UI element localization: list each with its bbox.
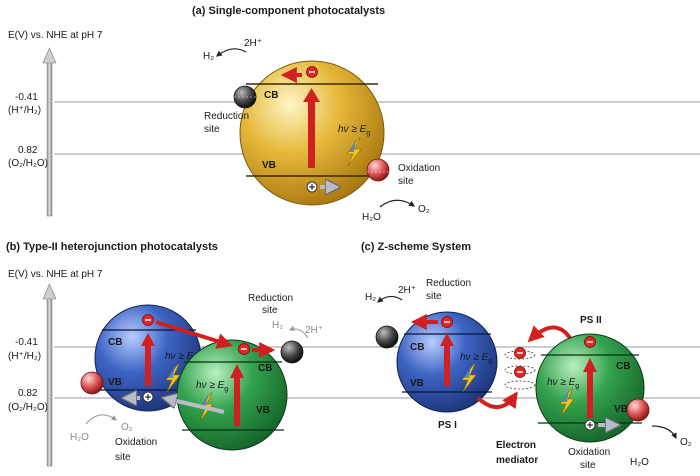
panel-b-blue-cb-label: CB xyxy=(108,337,122,348)
panel-b-oxidation-cocatalyst xyxy=(80,371,104,395)
panel-b-blue-vb-label: VB xyxy=(108,377,122,388)
ps2-photon: hν ≥ Eg xyxy=(547,377,579,390)
panel-a: (a) Single-component photocatalysts E(V)… xyxy=(8,5,700,223)
ps2-label: PS II xyxy=(580,315,602,326)
panel-a-level1-couple: (H⁺/H₂) xyxy=(8,105,41,116)
panel-c: (c) Z-scheme System CB VB hν ≥ Eg PS I H… xyxy=(361,241,692,471)
panel-c-o2: O₂ xyxy=(680,437,692,448)
panel-b-blue-excitation-arrow xyxy=(145,344,151,386)
panel-b-h2o: H₂O xyxy=(70,432,89,443)
panel-a-hole xyxy=(306,181,318,193)
panel-b-2hplus: 2H⁺ xyxy=(305,325,323,336)
panel-b-energy-axis xyxy=(42,283,57,467)
panel-a-electron xyxy=(306,66,318,78)
panel-b-oxidation-label-1: Oxidation xyxy=(115,437,157,448)
panel-c-oxidation-label-1: Oxidation xyxy=(568,447,610,458)
panel-b-blue-hole xyxy=(142,391,154,403)
ps2-cb-label: CB xyxy=(616,361,630,372)
electron-mediator xyxy=(504,347,536,390)
panel-a-photon-label: hν ≥ Eg xyxy=(338,124,370,137)
panel-a-title: (a) Single-component photocatalysts xyxy=(192,5,385,17)
mediator-label-2: mediator xyxy=(496,455,538,466)
panel-a-reduction-label-2: site xyxy=(204,124,220,135)
ps1-electron xyxy=(441,316,453,328)
panel-a-reduction-reaction-arrow xyxy=(216,48,247,57)
panel-a-oxidation-label-1: Oxidation xyxy=(398,163,440,174)
panel-a-oxidation-cocatalyst xyxy=(366,158,390,182)
ps1-vb-label: VB xyxy=(410,378,424,389)
mediator-label-1: Electron xyxy=(496,440,536,451)
panel-a-reduction-cocatalyst xyxy=(233,85,257,109)
panel-a-axis-label: E(V) vs. NHE at pH 7 xyxy=(8,30,103,41)
mediator-to-ps2-arrow xyxy=(527,325,572,343)
panel-c-oxidation-reaction-arrow xyxy=(651,425,677,440)
panel-a-h2o: H₂O xyxy=(362,212,381,223)
panel-b: (b) Type-II heterojunction photocatalyst… xyxy=(6,241,700,467)
panel-b-reduction-reaction-arrow xyxy=(288,325,309,339)
ps1-photon: hν ≥ Eg xyxy=(460,352,492,365)
panel-a-2hplus: 2H⁺ xyxy=(244,38,262,49)
panel-b-green-cb-label: CB xyxy=(258,363,272,374)
panel-a-h2: H₂ xyxy=(203,51,214,62)
panel-b-green-particle xyxy=(176,339,288,451)
panel-a-cb-label: CB xyxy=(264,90,278,101)
panel-b-green-vb-label: VB xyxy=(256,405,270,416)
panel-b-h2: H₂ xyxy=(272,320,283,331)
ps1-label: PS I xyxy=(438,420,457,431)
panel-b-hole-transfer-arrow xyxy=(164,398,225,414)
panel-b-green-excitation-arrow xyxy=(234,376,240,426)
ps2-hole xyxy=(584,419,596,431)
panel-b-level2-value: 0.82 xyxy=(18,388,38,399)
panel-b-oxidation-label-2: site xyxy=(115,452,131,463)
ps1-to-mediator-arrow xyxy=(476,391,518,410)
panel-b-green-photon: hν ≥ Eg xyxy=(196,380,228,393)
ps1-cb-label: CB xyxy=(410,342,424,353)
panel-b-blue-electron xyxy=(142,314,154,326)
panel-a-level1-value: -0.41 xyxy=(15,92,38,103)
panel-a-o2: O₂ xyxy=(418,204,430,215)
panel-c-h2: H₂ xyxy=(365,292,376,303)
panel-c-reduction-reaction-arrow xyxy=(377,295,403,303)
panel-b-level1-couple: (H⁺/H₂) xyxy=(8,351,41,362)
panel-a-reduction-label-1: Reduction xyxy=(204,111,249,122)
ps2-vb-label: VB xyxy=(614,404,628,415)
panel-b-reduction-cocatalyst xyxy=(280,340,304,364)
panel-a-level2-value: 0.82 xyxy=(18,145,38,156)
panel-a-vb-label: VB xyxy=(262,160,276,171)
panel-c-h2o: H₂O xyxy=(630,457,649,468)
panel-a-level2-couple: (O₂/H₂O) xyxy=(8,158,48,169)
panel-a-energy-axis xyxy=(42,47,57,217)
panel-c-2hplus: 2H⁺ xyxy=(398,285,416,296)
panel-a-oxidation-label-2: site xyxy=(398,176,414,187)
panel-b-electron-transfer-arrow xyxy=(155,320,234,349)
ps2-electron xyxy=(584,336,596,348)
panel-b-level2-couple: (O₂/H₂O) xyxy=(8,402,48,413)
panel-c-reduction-label-2: site xyxy=(426,291,442,302)
panel-b-level1-value: -0.41 xyxy=(15,337,38,348)
panel-c-reduction-cocatalyst xyxy=(375,325,399,349)
panel-b-reduction-label-2: site xyxy=(262,305,278,316)
ps1-excitation-arrow xyxy=(444,344,450,386)
panel-c-reduction-label-1: Reduction xyxy=(426,278,471,289)
panel-b-oxidation-reaction-arrow xyxy=(85,414,117,425)
panel-c-oxidation-label-2: site xyxy=(580,460,596,471)
panel-b-o2: O₂ xyxy=(121,422,133,433)
panel-b-reduction-label-1: Reduction xyxy=(248,293,293,304)
ps2-excitation-arrow xyxy=(587,370,593,418)
panel-a-oxidation-reaction-arrow xyxy=(379,199,415,208)
panel-a-excitation-arrow xyxy=(308,100,315,168)
panel-c-oxidation-cocatalyst xyxy=(626,398,650,422)
panel-b-green-electron xyxy=(238,343,250,355)
panel-c-title: (c) Z-scheme System xyxy=(361,241,471,253)
panel-b-title: (b) Type-II heterojunction photocatalyst… xyxy=(6,241,218,253)
panel-b-axis-label: E(V) vs. NHE at pH 7 xyxy=(8,269,103,280)
